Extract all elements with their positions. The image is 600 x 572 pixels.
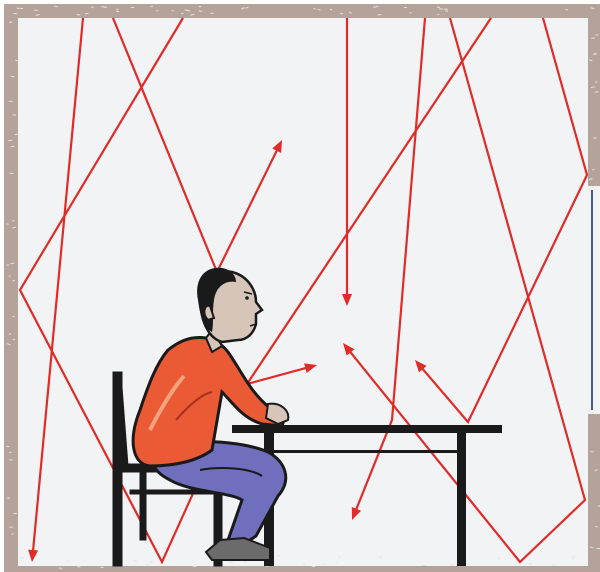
room-floor <box>18 18 588 566</box>
door-opening <box>588 186 600 414</box>
